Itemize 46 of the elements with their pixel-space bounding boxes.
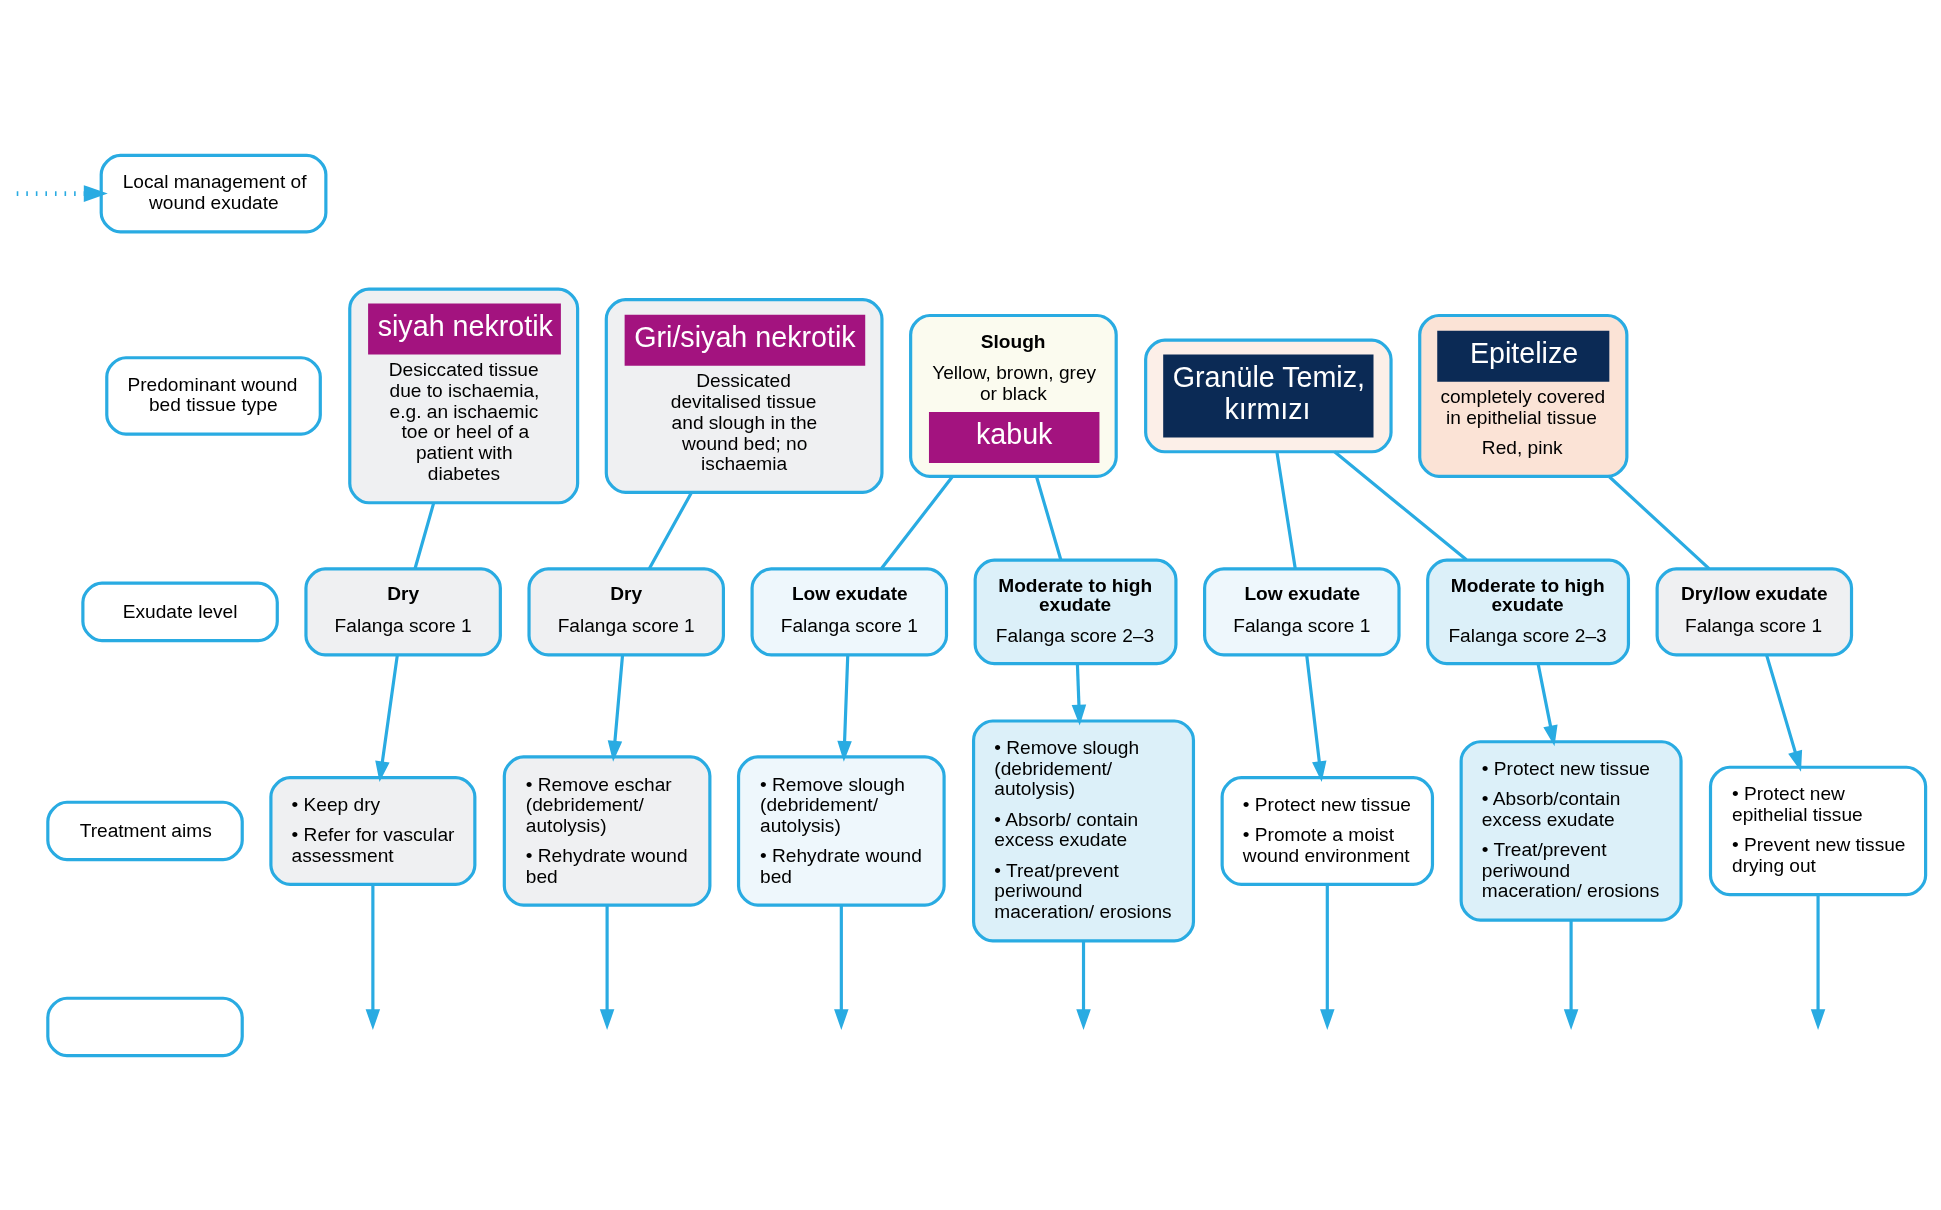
arrow bbox=[1076, 940, 1091, 1030]
arrow bbox=[1536, 663, 1558, 746]
node-box: • Protect new tissue • Absorb/contain excess exudate • Treat/prevent periwound maceration/ erosions bbox=[1459, 739, 1683, 922]
node-box: Moderate to high exudate Falanga score 2–3 bbox=[1426, 558, 1631, 665]
node-box: Gri/siyah nekrotik Dessicated devitalised tissue and slough in the wound bed; no ischaemia bbox=[604, 297, 884, 494]
connector bbox=[1035, 475, 1063, 560]
node-box: Low exudate Falanga score 1 bbox=[750, 566, 949, 656]
node-box: Dry Falanga score 1 bbox=[527, 566, 725, 656]
arrow bbox=[607, 654, 625, 762]
arrow bbox=[375, 654, 399, 782]
node-box: • Remove slough (debridement/ autolysis) • Rehydrate wound bed bbox=[736, 754, 946, 907]
arrow bbox=[599, 904, 615, 1030]
node-box: Low exudate Falanga score 1 bbox=[1203, 566, 1401, 656]
node-box: • Remove slough (debridement/ autolysis) • Absorb/ contain excess exudate • Treat/prevent periwound maceration/ erosions bbox=[972, 718, 1196, 942]
arrow bbox=[837, 654, 852, 762]
node-box: Dry/low exudate Falanga score 1 bbox=[1655, 566, 1854, 656]
node-box: Granüle Temiz, kırmızı bbox=[1144, 338, 1393, 453]
arrow bbox=[1305, 654, 1327, 782]
node-box: Predominant wound bed tissue type bbox=[105, 355, 322, 436]
arrow bbox=[834, 904, 849, 1030]
node-box: Local management of wound exudate bbox=[99, 153, 328, 233]
connector bbox=[1275, 451, 1297, 568]
node-box: • Protect new epithelial tissue • Prevent new tissue drying out bbox=[1708, 765, 1928, 896]
node-box: Epitelize completely covered in epithelial tissue Red, pink bbox=[1418, 313, 1629, 478]
arrow bbox=[1320, 884, 1335, 1030]
arrow bbox=[16, 184, 108, 202]
arrow bbox=[365, 884, 381, 1030]
arrow bbox=[1765, 654, 1803, 772]
arrow bbox=[1810, 894, 1826, 1030]
arrow bbox=[1563, 920, 1579, 1030]
node-box: Slough Yellow, brown, grey or black kabuk bbox=[909, 313, 1118, 478]
connector bbox=[648, 491, 693, 569]
connector bbox=[1608, 475, 1711, 570]
node-box: Treatment aims bbox=[46, 800, 244, 861]
arrow bbox=[1071, 663, 1087, 726]
node-box: Dry Falanga score 1 bbox=[304, 566, 502, 656]
node-box: • Protect new tissue • Promote a moist wound environment bbox=[1220, 775, 1435, 886]
connector bbox=[880, 475, 954, 570]
connector bbox=[413, 502, 436, 569]
node-box: • Keep dry • Refer for vascular assessment bbox=[269, 775, 477, 886]
node-box: siyah nekrotik Desiccated tissue due to ischaemia, e.g. an ischaemic toe or heel of a patient with diabetes bbox=[348, 287, 580, 504]
connector bbox=[1333, 450, 1468, 561]
node-box: • Remove eschar (debridement/ autolysis) • Rehydrate wound bed bbox=[502, 754, 712, 907]
node-box: Moderate to high exudate Falanga score 2–3 bbox=[973, 558, 1178, 665]
node-box bbox=[46, 996, 244, 1057]
node-box: Exudate level bbox=[81, 581, 279, 642]
